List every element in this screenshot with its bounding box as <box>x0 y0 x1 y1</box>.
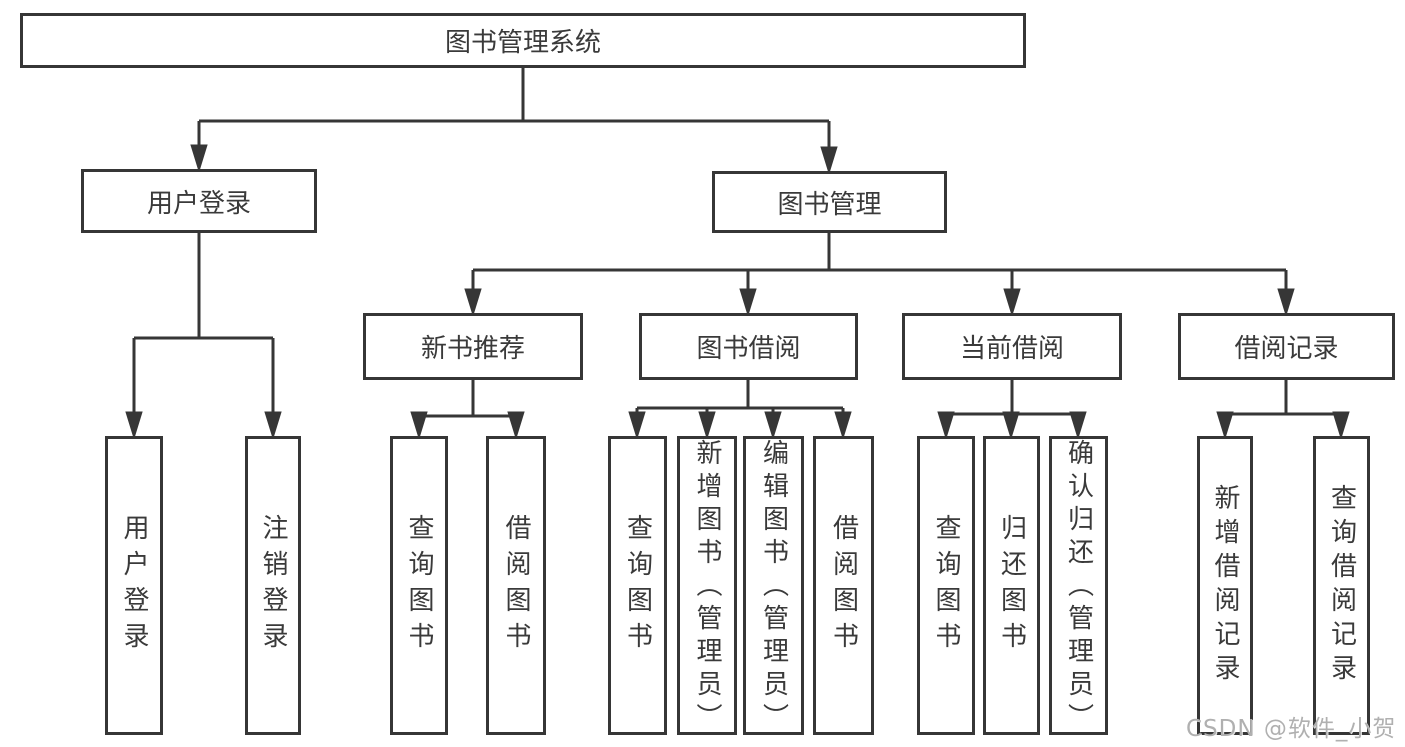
csdn-watermark: CSDN @软件_小贺同学 <box>1186 716 1397 742</box>
arrowhead <box>834 411 852 440</box>
leaf-cb-return-books: 归还图书 <box>983 436 1040 735</box>
node-root: 图书管理系统 <box>20 13 1026 68</box>
leaf-nb-query-books: 查询图书 <box>390 436 448 735</box>
arrowhead <box>264 411 282 440</box>
arrowhead <box>125 411 143 440</box>
arrowhead <box>1277 288 1295 317</box>
arrowhead <box>1332 411 1350 440</box>
arrowhead <box>820 146 838 175</box>
node-book-management: 图书管理 <box>712 171 947 233</box>
arrowhead <box>410 411 428 440</box>
leaf-cb-query-books: 查询图书 <box>917 436 975 735</box>
arrowhead <box>464 288 482 317</box>
node-new-book-recommend: 新书推荐 <box>363 313 583 380</box>
leaf-bb-add-books: 新增图书（管理员） <box>677 436 737 736</box>
arrowhead <box>190 144 208 173</box>
leaf-br-add-record: 新增借阅记录 <box>1197 436 1253 735</box>
leaf-logout: 注销登录 <box>245 436 301 735</box>
leaf-bb-query-books: 查询图书 <box>608 436 667 735</box>
leaf-nb-borrow-books: 借阅图书 <box>486 436 546 735</box>
node-borrow-records: 借阅记录 <box>1178 313 1395 380</box>
node-book-borrow: 图书借阅 <box>639 313 858 380</box>
arrowhead <box>937 411 955 440</box>
leaf-user-login: 用户登录 <box>105 436 163 735</box>
arrowhead <box>1002 411 1020 440</box>
arrowhead <box>1069 411 1087 440</box>
leaf-bb-edit-books: 编辑图书（管理员） <box>743 436 804 736</box>
arrowhead <box>507 411 525 440</box>
node-current-borrow: 当前借阅 <box>902 313 1122 380</box>
arrowhead <box>698 411 716 440</box>
node-user-login: 用户登录 <box>81 169 317 233</box>
arrowhead <box>764 411 782 440</box>
leaf-cb-confirm-return: 确认归还（管理员） <box>1049 436 1108 736</box>
arrowhead <box>1216 411 1234 440</box>
arrowhead <box>1003 288 1021 317</box>
leaf-bb-borrow-books: 借阅图书 <box>813 436 874 735</box>
leaf-br-query-record: 查询借阅记录 <box>1313 436 1370 735</box>
arrowhead <box>739 288 757 317</box>
arrowhead <box>628 411 646 440</box>
